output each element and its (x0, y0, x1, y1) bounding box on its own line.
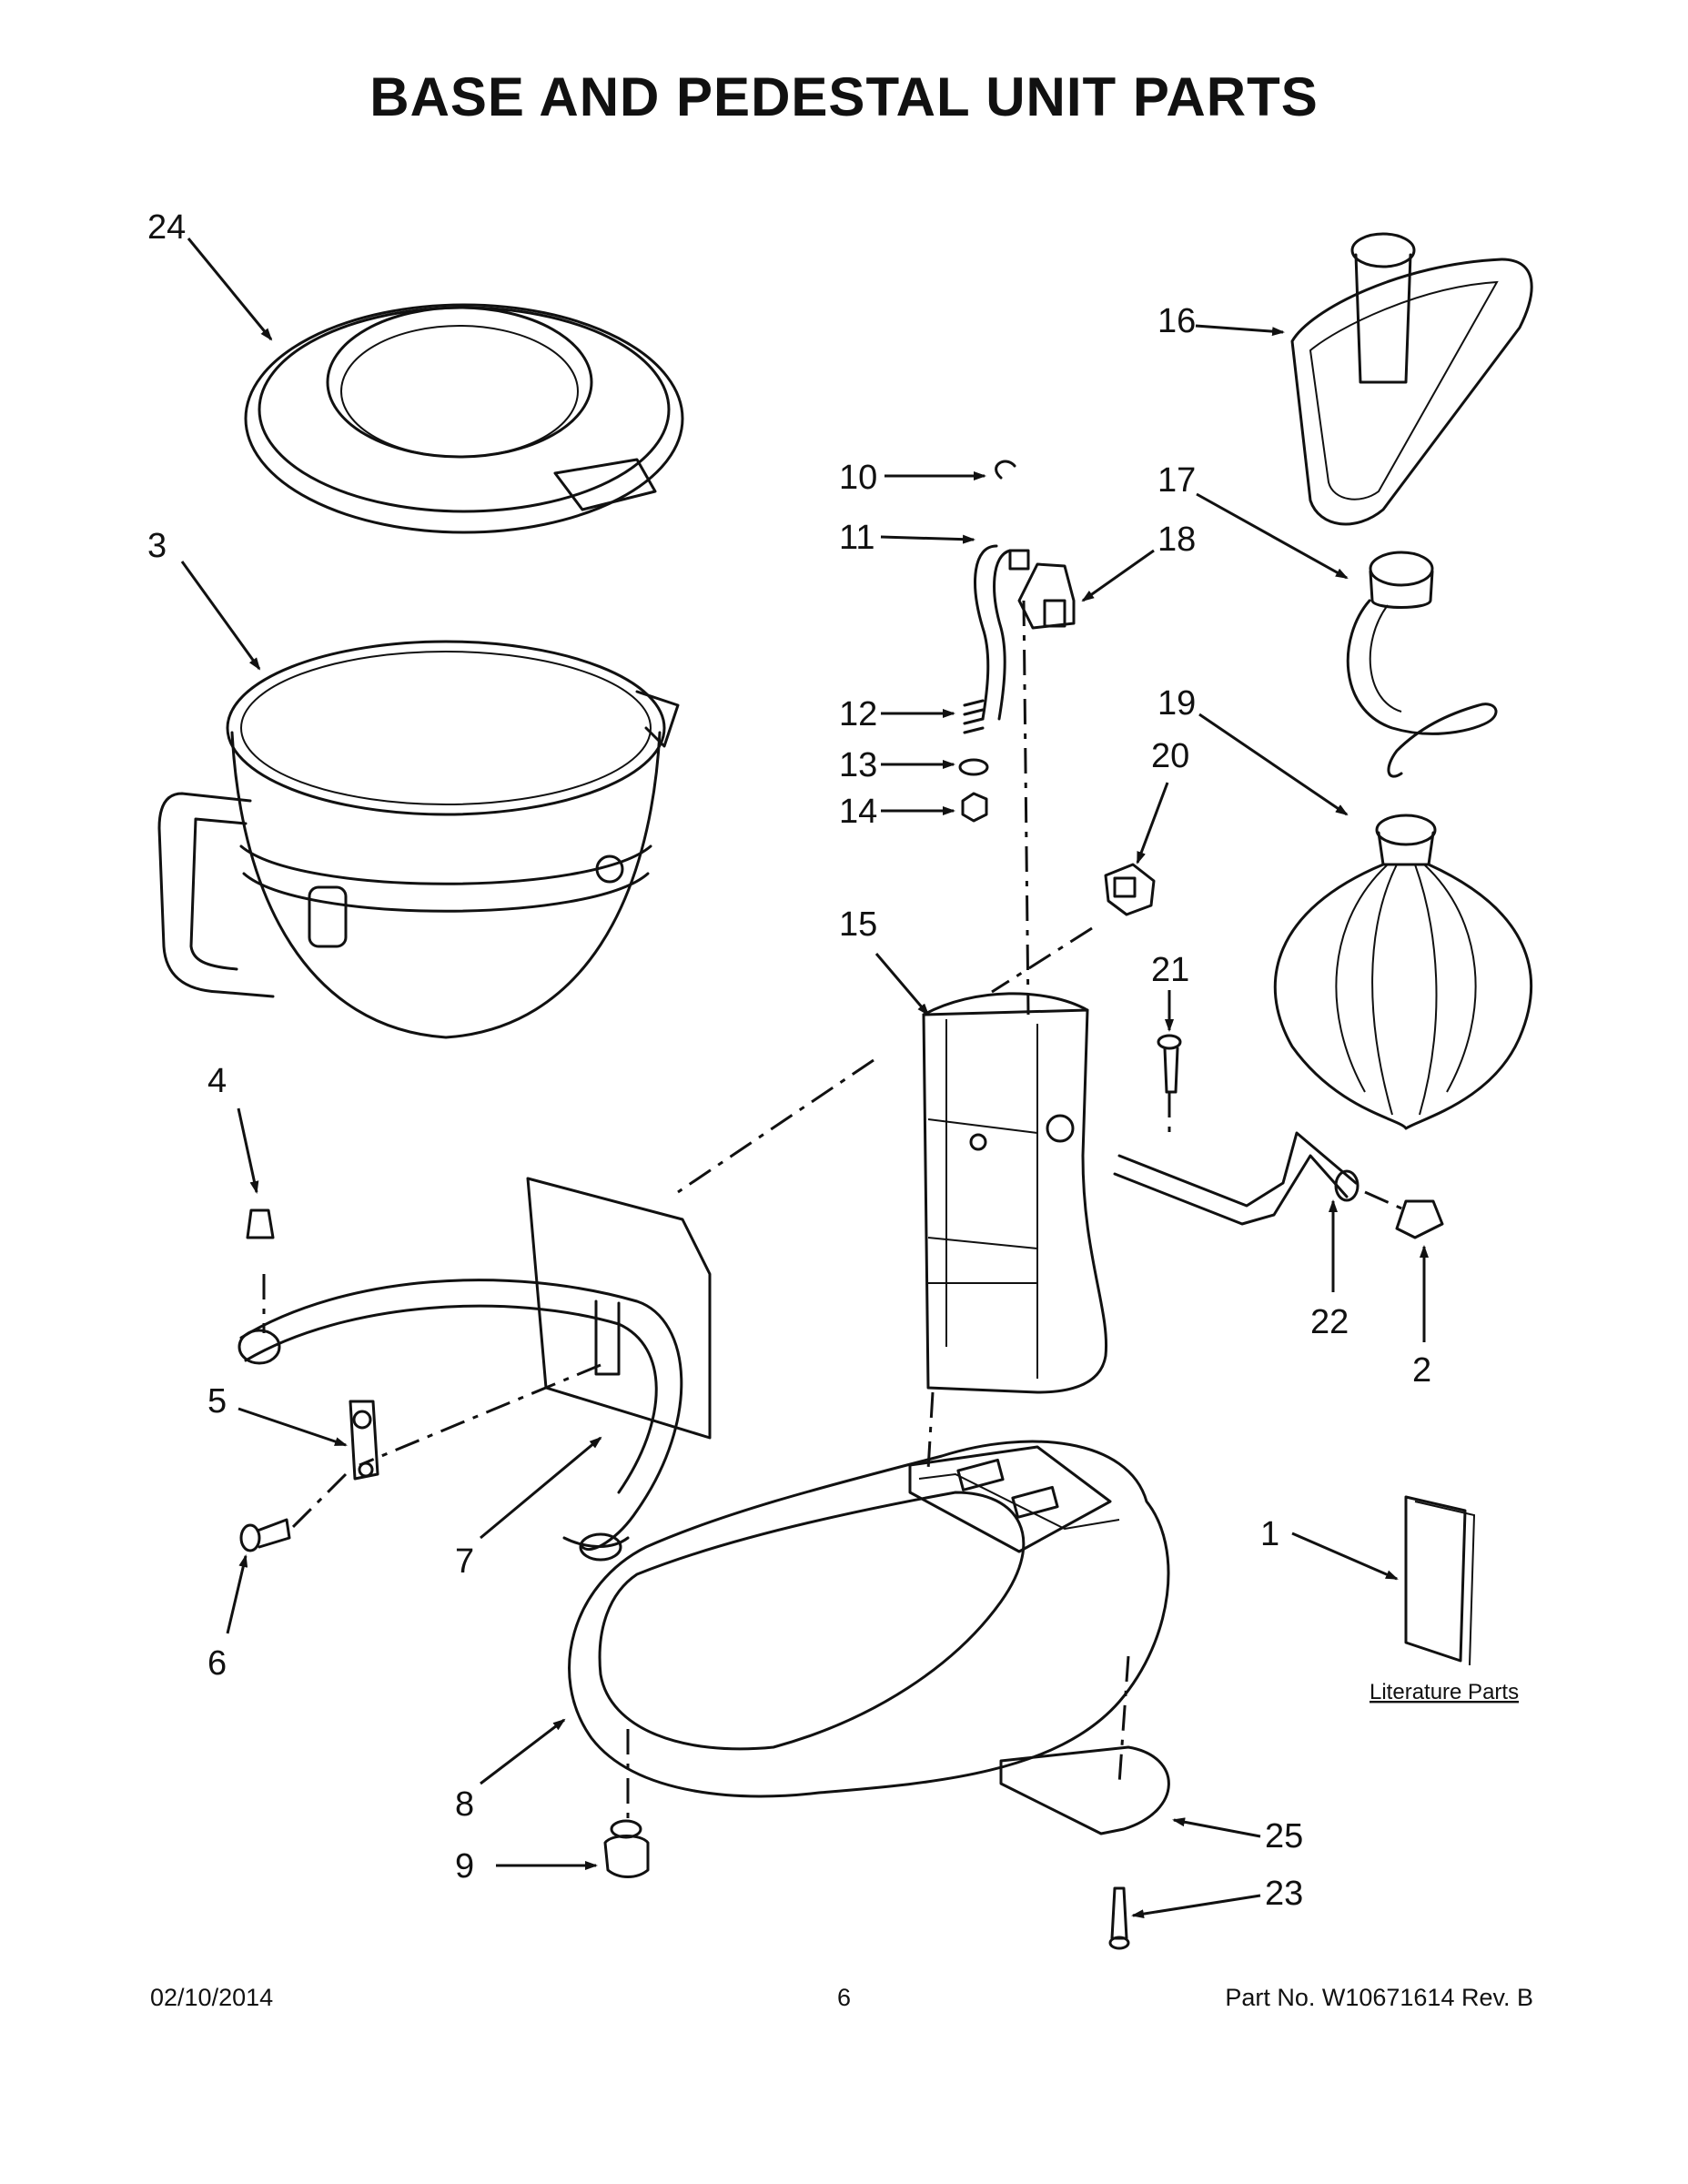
literature-parts-label: Literature Parts (1370, 1680, 1519, 1704)
callout-18: 18 (1157, 521, 1196, 559)
callout-19: 19 (1157, 684, 1196, 723)
wire-whip-part (1273, 814, 1532, 1130)
callout-10: 10 (839, 459, 877, 497)
base-screw-part (1108, 1886, 1130, 1950)
crank-cap-part (1395, 1199, 1444, 1239)
callout-12: 12 (839, 695, 877, 733)
footer-part-number: Part No. W10671614 Rev. B (1225, 1984, 1533, 2011)
callout-17: 17 (1157, 461, 1196, 500)
footer-page-number: 6 (836, 1984, 852, 2011)
callout-1: 1 (1260, 1515, 1279, 1553)
callout-22: 22 (1310, 1303, 1349, 1341)
leader-arrows (180, 238, 1429, 1919)
callout-15: 15 (839, 905, 877, 944)
small-hardware-parts (958, 460, 1182, 1094)
callout-8: 8 (455, 1785, 474, 1824)
bowl-clip-part (349, 1400, 379, 1481)
callout-13: 13 (839, 746, 877, 784)
footer-date: 02/10/2014 (150, 1984, 274, 2011)
dough-hook-part (1346, 551, 1498, 778)
callout-6: 6 (207, 1644, 227, 1683)
rubber-foot-part (603, 1819, 650, 1878)
callout-21: 21 (1151, 951, 1189, 989)
callout-7: 7 (455, 1542, 474, 1581)
mixer-base-part (568, 1440, 1170, 1798)
crank-pin-part (1113, 1131, 1359, 1226)
callout-11: 11 (839, 519, 874, 557)
callout-25: 25 (1265, 1817, 1303, 1855)
callout-24: 24 (147, 208, 186, 247)
callout-3: 3 (147, 527, 167, 565)
base-pad-part (999, 1745, 1170, 1835)
callout-2: 2 (1412, 1351, 1431, 1390)
assembly-lines (262, 600, 1407, 1820)
callout-20: 20 (1151, 737, 1189, 775)
bowl-cover-part (244, 303, 684, 534)
flat-beater-part (1290, 232, 1533, 526)
callout-14: 14 (839, 793, 877, 831)
literature-booklet-part (1404, 1495, 1476, 1666)
bowl-pin-part (246, 1208, 275, 1239)
bowl-support-part (238, 1177, 712, 1562)
pedestal-column-part (922, 992, 1108, 1394)
callout-23: 23 (1265, 1875, 1303, 1913)
callout-16: 16 (1157, 302, 1196, 340)
callout-5: 5 (207, 1382, 227, 1421)
bowl-screw-part (239, 1518, 291, 1552)
callout-4: 4 (207, 1062, 227, 1100)
callout-9: 9 (455, 1847, 474, 1886)
page-title: BASE AND PEDESTAL UNIT PARTS (369, 66, 1319, 127)
mixing-bowl-part (157, 640, 680, 1039)
